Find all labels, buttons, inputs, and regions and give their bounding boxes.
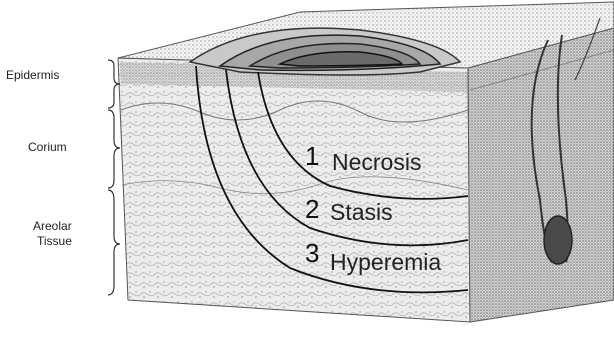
zone-number: 3 (305, 238, 319, 268)
zone-name: Necrosis (332, 149, 421, 175)
skin-block-side (468, 28, 614, 322)
label-tissue: Tissue (37, 234, 72, 248)
layer-brackets (108, 60, 120, 295)
zone-number: 2 (305, 194, 319, 224)
label-areolar: Areolar (33, 219, 72, 233)
label-epidermis: Epidermis (6, 68, 59, 82)
skin-block-front (118, 58, 470, 322)
zone-number: 1 (305, 141, 319, 171)
zone-name: Stasis (330, 199, 393, 225)
zone-label-stasis: 2 Stasis (305, 194, 393, 225)
label-corium: Corium (28, 140, 67, 154)
zone-name: Hyperemia (330, 249, 441, 275)
